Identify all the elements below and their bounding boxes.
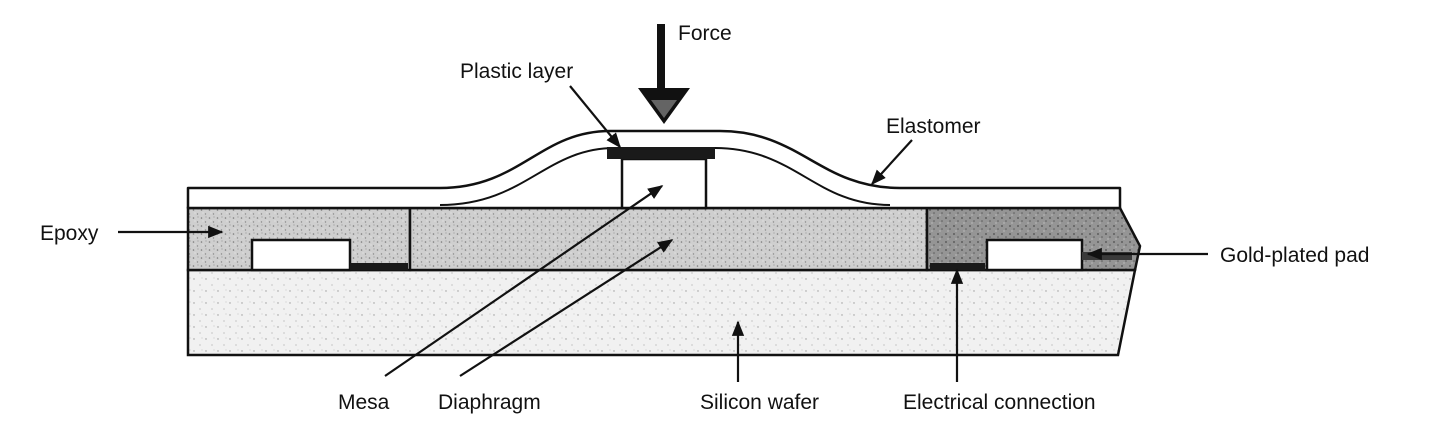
leader-elastomer — [870, 139, 913, 186]
label-plastic-layer: Plastic layer — [460, 60, 573, 83]
electrical-contact-left — [350, 263, 408, 270]
force-arrow — [638, 24, 690, 124]
label-epoxy: Epoxy — [40, 222, 99, 245]
leader-mesa — [384, 185, 664, 377]
electrical-contact-right — [930, 263, 985, 270]
pad-right — [985, 238, 1084, 272]
mesa — [620, 157, 708, 210]
label-silicon-wafer: Silicon wafer — [700, 391, 819, 414]
gold-plate-strip — [1082, 252, 1132, 260]
label-mesa: Mesa — [338, 391, 390, 414]
diaphragm — [408, 206, 929, 272]
label-force: Force — [678, 22, 732, 45]
label-diaphragm: Diaphragm — [438, 391, 541, 414]
silicon-wafer — [186, 268, 1137, 357]
label-elastomer: Elastomer — [886, 115, 981, 138]
pad-left — [250, 238, 352, 272]
plastic-layer — [607, 147, 715, 159]
leader-plastic-layer — [569, 85, 621, 149]
label-gold-plated-pad: Gold-plated pad — [1220, 244, 1369, 267]
label-electrical-connection: Electrical connection — [903, 391, 1096, 414]
leader-diaphragm — [459, 239, 674, 377]
